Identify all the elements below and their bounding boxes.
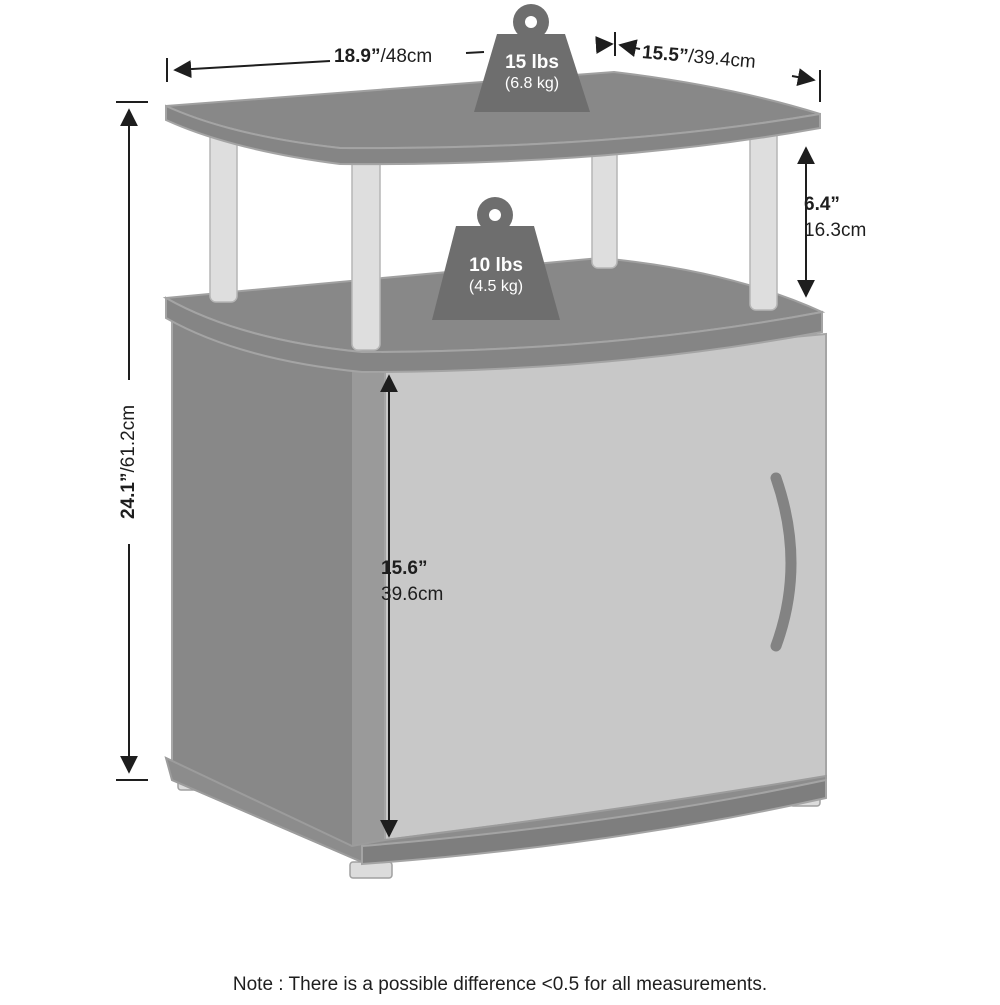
post-front-left — [351, 157, 381, 351]
weight-tag-top — [474, 4, 590, 112]
width-dimension-line-right — [465, 51, 485, 54]
height-label: 24.1”/61.2cm — [118, 405, 140, 519]
measurement-note: Note : There is a possible difference <0… — [232, 974, 768, 995]
depth-dimension-line-left — [618, 39, 641, 58]
cabinet-front-edge — [352, 350, 385, 860]
cabinet-base-front — [361, 778, 827, 866]
width-imperial: 18.9” — [334, 46, 381, 67]
shelf-gap-metric: 16.3cm — [804, 220, 867, 241]
middle-shelf-edge — [165, 296, 823, 374]
top-shelf-edge — [165, 104, 821, 166]
weight-middle-text: 10 lbs (4.5 kg) — [441, 255, 551, 296]
shelf-gap-imperial: 6.4” — [804, 194, 840, 215]
cabinet-height-label: 15.6” 39.6cm — [381, 558, 443, 606]
foot-front — [349, 861, 393, 879]
post-back-left — [209, 127, 238, 303]
width-label: 18.9”/48cm — [334, 46, 432, 68]
weight-top-text: 15 lbs (6.8 kg) — [482, 52, 582, 93]
weight-top-kg: (6.8 kg) — [504, 75, 560, 92]
depth-dimension-line-right — [791, 68, 816, 86]
height-imperial: 24.1” — [118, 472, 139, 520]
depth-imperial: 15.5” — [641, 42, 690, 68]
post-front-right — [749, 127, 778, 311]
height-metric: /61.2cm — [118, 404, 139, 473]
weight-middle-kg: (4.5 kg) — [468, 278, 524, 295]
cabinet-height-metric: 39.6cm — [381, 584, 444, 605]
width-dimension-line-right2 — [595, 36, 614, 54]
weight-middle-lbs: 10 lbs — [469, 255, 523, 276]
cabinet-height-imperial: 15.6” — [381, 558, 428, 579]
width-metric: /48cm — [380, 46, 433, 67]
cabinet-door — [384, 332, 827, 842]
shelf-gap-label: 6.4” 16.3cm — [804, 194, 866, 242]
width-dimension-line-left — [173, 60, 331, 79]
weight-top-lbs: 15 lbs — [505, 52, 559, 73]
weight-tag-middle — [432, 197, 560, 320]
depth-metric: /39.4cm — [687, 46, 757, 73]
door-handle — [770, 472, 797, 652]
